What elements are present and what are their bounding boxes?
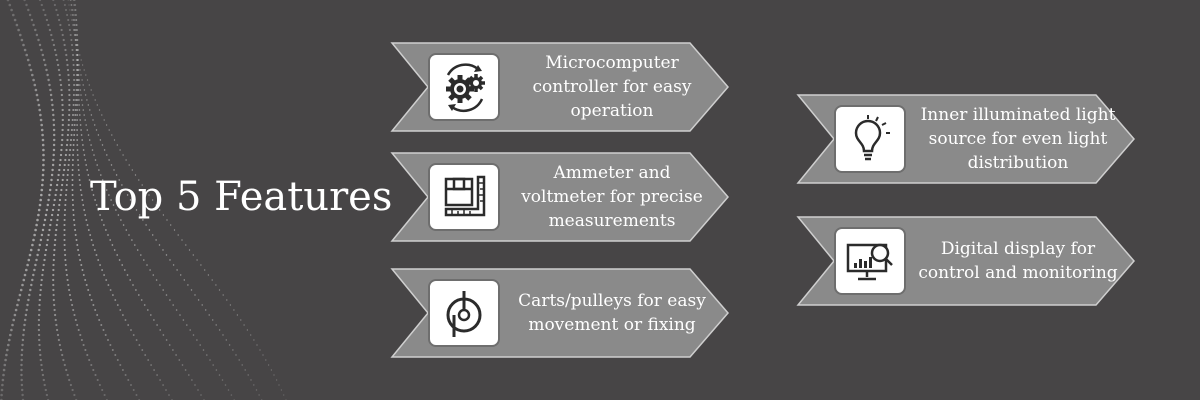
feature-card-meters: Ammeter and voltmeter for precise measur…	[390, 152, 730, 242]
icon-box	[428, 279, 500, 347]
feature-card-display: Digital display for control and monitori…	[796, 216, 1136, 306]
feature-text: Inner illuminated light source for even …	[920, 105, 1116, 173]
feature-text: Digital display for control and monitori…	[918, 239, 1118, 283]
feature-card-microcomputer: Microcomputer controller for easy operat…	[390, 42, 730, 132]
gears-icon	[446, 63, 485, 112]
monitor-analytics-icon	[846, 243, 893, 281]
feature-card-light: Inner illuminated light source for even …	[796, 94, 1136, 184]
feature-card-carts: Carts/pulleys for easy movement or fixin…	[390, 268, 730, 358]
feature-text: Carts/pulleys for easy movement or fixin…	[518, 291, 706, 335]
pulley-icon	[446, 291, 482, 337]
icon-box	[428, 53, 500, 121]
feature-text: Ammeter and voltmeter for precise measur…	[521, 163, 703, 231]
icon-box	[834, 227, 906, 295]
icon-box	[428, 163, 500, 231]
page-title: Top 5 Features	[90, 174, 393, 220]
icon-box	[834, 105, 906, 173]
lightbulb-icon	[854, 115, 890, 161]
ruler-box-icon	[444, 175, 486, 217]
feature-text: Microcomputer controller for easy operat…	[532, 53, 692, 121]
